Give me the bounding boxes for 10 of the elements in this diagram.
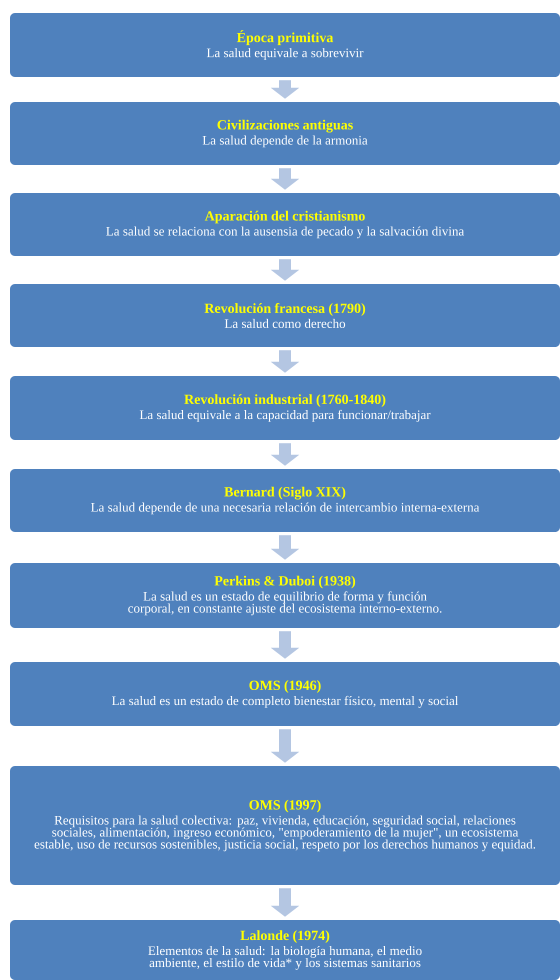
timeline-box: Perkins & Duboi (1938) La salud es un estado de equilibrio de forma y función corporal, en constante ajuste del ecosistema interno-externo. bbox=[10, 563, 560, 628]
timeline-box: Revolución francesa (1790) La salud como derecho bbox=[10, 284, 560, 347]
timeline-box: Lalonde (1974) Elementos de la salud: la biología humana, el medio ambiente, el estilo de vida* y los sistemas sanitarios bbox=[10, 920, 560, 980]
timeline-box: OMS (1997) Requisitos para la salud colectiva: paz, vivienda, educación, seguridad social, relaciones sociales, alimentación, ingreso económico, "empoderamiento de la mujer", un ecosistema estable, uso de recursos sostenibles, justicia social, respeto por los derechos humanos y equidad. bbox=[10, 766, 560, 885]
timeline-box: Bernard (Siglo XIX) La salud depende de una necesaria relación de intercambio interna-externa bbox=[10, 469, 560, 532]
timeline-box: Época primitiva La salud equivale a sobrevivir bbox=[10, 13, 560, 77]
timeline-box: Aparación del cristianismo La salud se relaciona con la ausensia de pecado y la salvación divina bbox=[10, 193, 560, 256]
timeline-box: Civilizaciones antiguas La salud depende de la armonia bbox=[10, 102, 560, 165]
timeline-box: Revolución industrial (1760-1840) La salud equivale a la capacidad para funcionar/trabajar bbox=[10, 376, 560, 440]
timeline-box: OMS (1946) La salud es un estado de completo bienestar físico, mental y social bbox=[10, 662, 560, 726]
